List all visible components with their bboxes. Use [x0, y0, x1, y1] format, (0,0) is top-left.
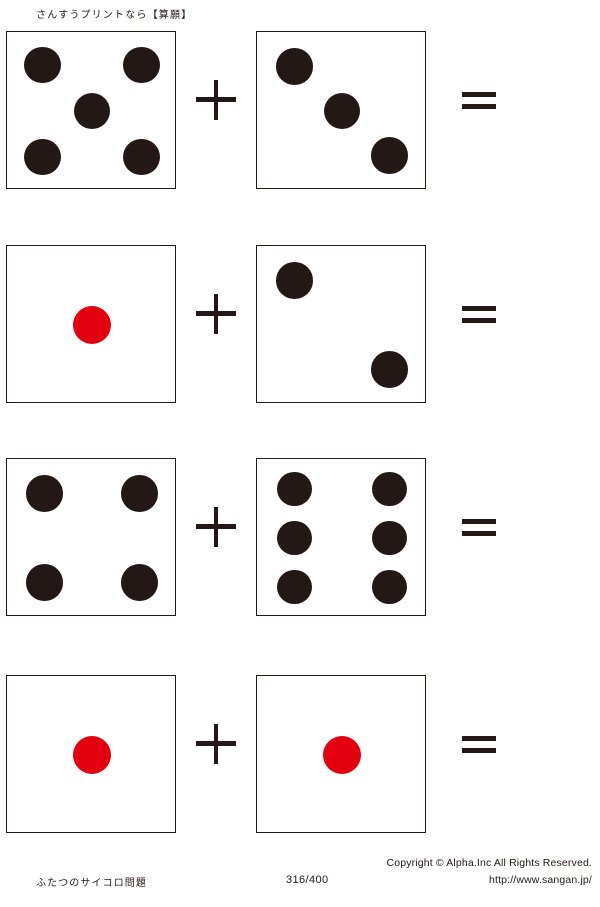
die-pip — [276, 471, 312, 507]
die-pip — [276, 48, 313, 86]
equals-operator-icon — [462, 306, 496, 323]
die-face-one — [6, 245, 176, 403]
die-pip — [276, 262, 313, 300]
problem-row — [0, 31, 600, 189]
die-pip — [121, 563, 158, 601]
die-pip — [371, 350, 408, 388]
footer-worksheet-title: ふたつのサイコロ問題 — [36, 878, 147, 889]
die-face-three — [256, 31, 426, 189]
problem-row — [0, 245, 600, 403]
die-pip — [24, 46, 61, 84]
footer-url: http://www.sangan.jp/ — [489, 874, 592, 886]
die-pip — [372, 520, 408, 556]
die-pip — [371, 136, 408, 174]
die-pip — [276, 520, 312, 556]
die-pip — [121, 475, 158, 513]
page-header-title: さんすうプリントなら【算願】 — [36, 10, 193, 21]
die-pip — [372, 569, 408, 605]
problem-row — [0, 675, 600, 833]
die-pip — [24, 138, 61, 176]
die-pip — [73, 92, 111, 130]
page-footer: ふたつのサイコロ問題 316/400 Copyright © Alpha.Inc… — [0, 847, 600, 907]
die-face-one — [6, 675, 176, 833]
plus-operator-icon — [196, 80, 236, 120]
equals-operator-icon — [462, 519, 496, 536]
problem-row — [0, 458, 600, 616]
die-pip — [372, 471, 408, 507]
die-face-four — [6, 458, 176, 616]
die-pip — [26, 563, 63, 601]
footer-copyright: Copyright © Alpha.Inc All Rights Reserve… — [386, 857, 592, 869]
die-face-two — [256, 245, 426, 403]
plus-operator-icon — [196, 507, 236, 547]
equals-operator-icon — [462, 92, 496, 109]
die-pip — [323, 92, 361, 130]
die-pip — [72, 735, 112, 775]
plus-operator-icon — [196, 294, 236, 334]
footer-page-number: 316/400 — [286, 874, 329, 886]
die-pip — [26, 475, 63, 513]
die-pip — [72, 305, 112, 345]
die-face-six — [256, 458, 426, 616]
die-pip — [123, 46, 160, 84]
die-pip — [276, 569, 312, 605]
die-face-one — [256, 675, 426, 833]
equals-operator-icon — [462, 736, 496, 753]
die-pip — [322, 735, 362, 775]
die-pip — [123, 138, 160, 176]
plus-operator-icon — [196, 724, 236, 764]
die-face-five — [6, 31, 176, 189]
